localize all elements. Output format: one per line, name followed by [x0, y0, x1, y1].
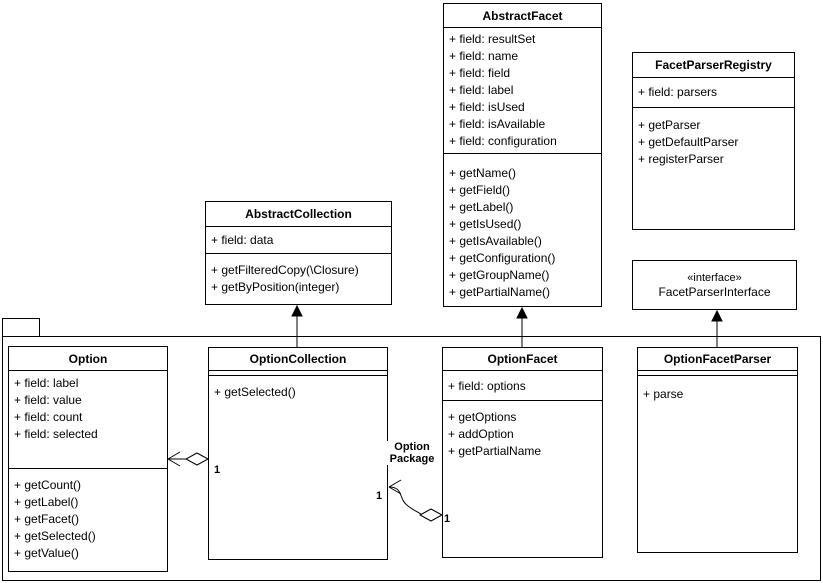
class-box-facet-parser-registry: FacetParserRegistry + field: parsers + g… — [632, 52, 795, 230]
class-method: + getValue() — [14, 546, 79, 560]
class-field: + field: count — [14, 410, 83, 424]
class-title: OptionCollection — [209, 348, 387, 371]
class-method: + registerParser — [638, 152, 724, 166]
class-box-abstract-collection: AbstractCollection + field: data + getFi… — [205, 201, 392, 305]
class-box-abstract-facet: AbstractFacet + field: resultSet + field… — [443, 3, 602, 307]
class-title: OptionFacetParser — [638, 348, 797, 371]
package-frame — [2, 336, 821, 581]
fields-compartment: + field: parsers — [633, 78, 794, 108]
class-box-option-facet: OptionFacet + field: options + getOption… — [442, 347, 603, 558]
class-box-facet-parser-interface: «interface» FacetParserInterface — [632, 260, 797, 310]
class-field: + field: options — [448, 379, 526, 393]
class-box-option-collection: OptionCollection + getSelected() — [208, 347, 388, 560]
class-method: + getGroupName() — [449, 268, 550, 282]
class-method: + getIsUsed() — [449, 217, 522, 231]
fields-compartment-empty — [638, 371, 797, 376]
class-title: OptionFacet — [443, 348, 602, 371]
package-tab — [2, 318, 40, 336]
methods-compartment: + getCount() + getLabel() + getFacet() +… — [9, 469, 167, 571]
class-field: + field: isUsed — [449, 100, 525, 114]
class-method: + getConfiguration() — [449, 251, 556, 265]
class-method: + getSelected() — [14, 529, 96, 543]
class-method: + addOption — [448, 427, 514, 441]
class-field: + field: resultSet — [449, 32, 536, 46]
methods-compartment: + getParser + getDefaultParser + registe… — [633, 108, 794, 229]
class-method: + getField() — [449, 183, 511, 197]
methods-compartment: + getOptions + addOption + getPartialNam… — [443, 401, 602, 557]
fields-compartment: + field: data — [206, 227, 391, 254]
methods-compartment: + getFilteredCopy(\Closure) + getByPosit… — [206, 254, 391, 304]
multiplicity-label: 1 — [376, 490, 383, 502]
multiplicity-label: 1 — [214, 464, 221, 476]
fields-compartment: + field: label + field: value + field: c… — [9, 371, 167, 469]
generalization-arrowhead-icon — [291, 304, 303, 317]
class-title: FacetParserRegistry — [633, 53, 794, 78]
class-method: + getOptions — [448, 410, 517, 424]
class-method: + getFilteredCopy(\Closure) — [211, 263, 359, 277]
class-method: + getPartialName() — [449, 285, 551, 299]
aggregation-label-option-package: Option Package — [386, 441, 438, 465]
class-method: + getLabel() — [14, 495, 79, 509]
class-box-option: Option + field: label + field: value + f… — [8, 346, 168, 572]
class-method: + getIsAvailable() — [449, 234, 542, 248]
class-method: + getName() — [449, 166, 517, 180]
class-method: + getByPosition(integer) — [211, 280, 340, 294]
class-method: + parse — [643, 387, 684, 401]
class-field: + field: data — [211, 233, 274, 247]
methods-compartment: + getSelected() — [209, 376, 387, 559]
methods-compartment: + getName() + getField() + getLabel() + … — [444, 154, 601, 306]
class-field: + field: isAvailable — [449, 117, 546, 131]
class-title: AbstractCollection — [206, 202, 391, 227]
class-method: + getFacet() — [14, 512, 80, 526]
class-field: + field: label — [449, 83, 514, 97]
interface-stereotype: «interface» — [687, 271, 742, 284]
class-method: + getDefaultParser — [638, 135, 739, 149]
methods-compartment: + parse — [638, 376, 797, 552]
generalization-arrowhead-icon — [711, 309, 723, 322]
fields-compartment: + field: options — [443, 371, 602, 401]
class-field: + field: configuration — [449, 134, 557, 148]
class-title: Option — [9, 347, 167, 371]
generalization-arrowhead-icon — [516, 306, 528, 319]
fields-compartment: + field: resultSet + field: name + field… — [444, 28, 601, 154]
fields-compartment-empty — [209, 371, 387, 376]
class-method: + getSelected() — [214, 385, 296, 399]
class-field: + field: name — [449, 49, 519, 63]
class-field: + field: field — [449, 66, 511, 80]
class-method: + getLabel() — [449, 200, 514, 214]
class-method: + getParser — [638, 118, 701, 132]
class-field: + field: parsers — [638, 85, 718, 99]
class-method: + getCount() — [14, 478, 82, 492]
class-field: + field: value — [14, 393, 82, 407]
class-method: + getPartialName — [448, 444, 542, 458]
class-field: + field: selected — [14, 427, 98, 441]
multiplicity-label: 1 — [444, 513, 451, 525]
class-box-option-facet-parser: OptionFacetParser + parse — [637, 347, 798, 553]
class-title: AbstractFacet — [444, 4, 601, 28]
class-title: FacetParserInterface — [658, 284, 771, 299]
class-field: + field: label — [14, 376, 79, 390]
